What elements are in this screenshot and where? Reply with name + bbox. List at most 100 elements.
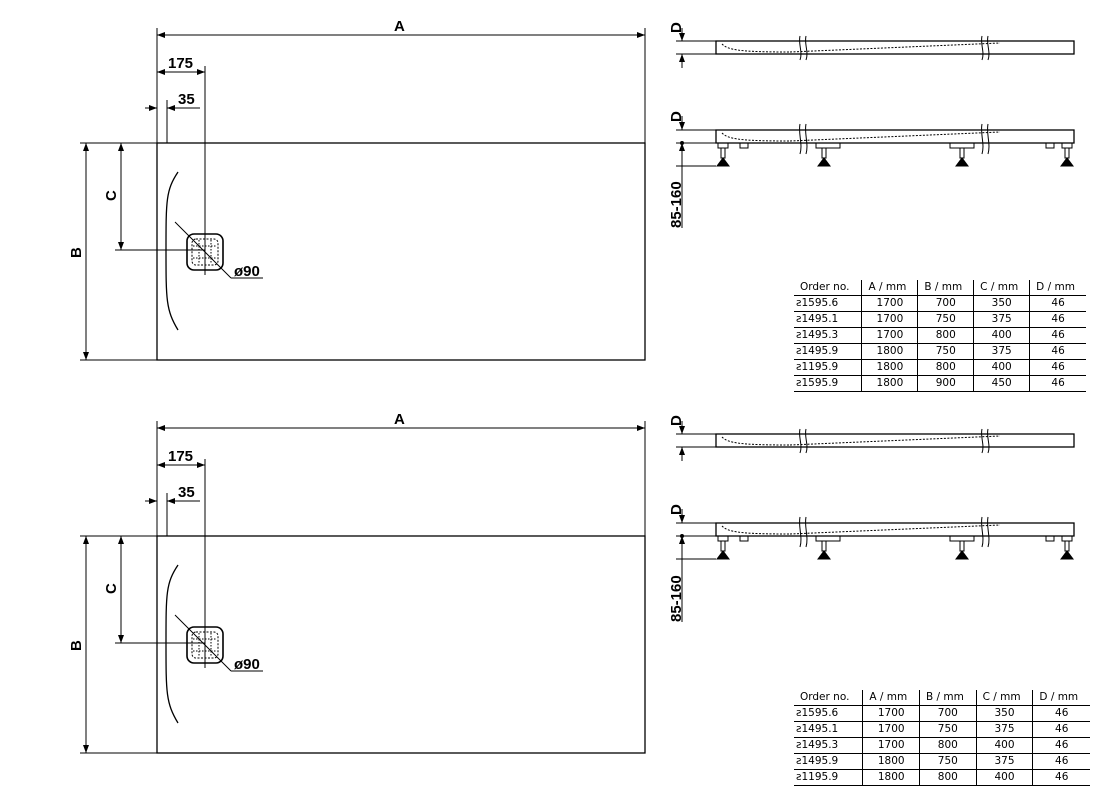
label-175: 175 [168,448,193,465]
side-view-feet-bottom [676,509,1075,622]
support-foot-icon [716,535,1074,560]
label-d-top-1: D [668,22,685,33]
col-order-no: Order no. [794,280,863,296]
cell-d: 46 [1032,737,1090,754]
cell-a: 1700 [861,295,919,312]
label-diameter: ø90 [234,263,260,280]
table-row: ƨ1495.9 1800 750 375 46 [794,753,1090,770]
cell-b: 750 [919,753,977,770]
table-row: ƨ1495.1 1700 750 375 46 [794,721,1090,738]
cell-order-no: ƨ1495.1 [794,721,864,738]
cell-c: 400 [976,769,1034,786]
cell-c: 400 [973,327,1031,344]
spec-table-bottom: Order no. A / mm B / mm C / mm D / mm ƨ1… [794,690,1090,786]
table-row: ƨ1595.6 1700 700 350 46 [794,705,1090,722]
cell-b: 900 [917,375,975,392]
cell-b: 700 [917,295,975,312]
plan-view-top [80,28,646,361]
table-row: ƨ1495.3 1700 800 400 46 [794,737,1090,754]
cell-d: 46 [1029,295,1086,312]
cell-a: 1800 [861,343,919,360]
cell-a: 1800 [862,753,920,770]
label-d-top-2: D [668,111,685,122]
cell-b: 700 [919,705,977,722]
tray-outline [156,535,646,754]
cell-order-no: ƨ1495.9 [794,753,864,770]
table-row: ƨ1495.9 1800 750 375 46 [794,343,1086,360]
cell-c: 375 [973,311,1031,328]
drain-icon [174,221,263,279]
cell-c: 375 [976,753,1034,770]
label-175: 175 [168,55,193,72]
cell-order-no: ƨ1195.9 [794,769,864,786]
label-c: C [103,190,120,201]
cell-order-no: ƨ1595.6 [794,705,864,722]
label-35: 35 [178,91,195,108]
cell-order-no: ƨ1495.9 [794,343,863,360]
support-foot-icon [716,142,1074,167]
cell-a: 1700 [861,311,919,328]
cell-d: 46 [1029,359,1086,376]
col-b: B / mm [917,280,975,296]
cell-order-no: ƨ1495.3 [794,737,864,754]
gutter-curve [165,171,179,331]
label-c: C [103,583,120,594]
cell-c: 375 [973,343,1031,360]
cell-d: 46 [1032,769,1090,786]
cell-d: 46 [1032,721,1090,738]
cell-d: 46 [1032,753,1090,770]
label-a: A [394,18,405,35]
cell-c: 350 [973,295,1031,312]
cell-a: 1700 [862,705,920,722]
spec-table-top: Order no. A / mm B / mm C / mm D / mm ƨ1… [794,280,1086,392]
label-35: 35 [178,484,195,501]
cell-c: 400 [976,737,1034,754]
cell-d: 46 [1029,327,1086,344]
table-row: ƨ1595.9 1800 900 450 46 [794,375,1086,392]
col-d: D / mm [1032,690,1090,706]
cell-order-no: ƨ1595.9 [794,375,863,392]
cell-a: 1800 [861,359,919,376]
cell-order-no: ƨ1595.6 [794,295,863,312]
cell-b: 800 [917,327,975,344]
cell-c: 400 [973,359,1031,376]
gutter-curve [165,564,179,724]
col-d: D / mm [1029,280,1086,296]
cell-order-no: ƨ1495.3 [794,327,863,344]
cell-d: 46 [1029,311,1086,328]
cell-b: 750 [919,721,977,738]
side-view-flat-top [676,28,1075,68]
cell-a: 1700 [862,721,920,738]
cell-c: 450 [973,375,1031,392]
label-d-bottom-2: D [668,504,685,515]
cell-d: 46 [1029,343,1086,360]
col-order-no: Order no. [794,690,864,706]
plan-labels-bottom: A 175 35 ø90 B C [68,411,405,673]
label-b: B [68,247,85,258]
cell-d: 46 [1029,375,1086,392]
cell-a: 1800 [861,375,919,392]
cell-a: 1700 [862,737,920,754]
label-d-bottom-1: D [668,415,685,426]
side-view-flat-bottom [676,421,1075,461]
cell-c: 375 [976,721,1034,738]
label-diameter: ø90 [234,656,260,673]
col-c: C / mm [973,280,1031,296]
cell-b: 750 [917,311,975,328]
label-foot-height-top: 85-160 [668,181,685,228]
label-b: B [68,640,85,651]
tray-outline [156,142,646,361]
col-c: C / mm [976,690,1034,706]
cell-order-no: ƨ1495.1 [794,311,863,328]
table-header-row: Order no. A / mm B / mm C / mm D / mm [794,690,1090,706]
cell-d: 46 [1032,705,1090,722]
col-a: A / mm [862,690,920,706]
cell-order-no: ƨ1195.9 [794,359,863,376]
table-row: ƨ1495.3 1700 800 400 46 [794,327,1086,344]
label-foot-height-bottom: 85-160 [668,575,685,622]
plan-labels-top: A 175 35 ø90 B C [68,18,405,280]
drain-icon [174,614,263,672]
cell-a: 1800 [862,769,920,786]
table-row: ƨ1195.9 1800 800 400 46 [794,359,1086,376]
